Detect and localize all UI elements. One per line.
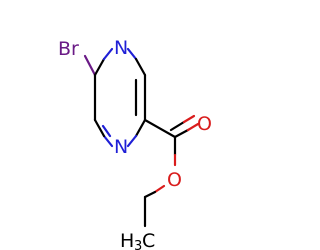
- ester-oxygen-label: O: [167, 169, 182, 191]
- carbonyl-double-bond-a-tail: [186, 122, 200, 132]
- molecule-drawing: Br N N O O H 3 C: [58, 37, 212, 250]
- structure-diagram: Br N N O O H 3 C: [58, 37, 212, 250]
- ring-bond-c2-n1-tail: [126, 134, 138, 148]
- carbonyl-double-bond-b-tail: [182, 114, 196, 124]
- nitrogen-top-label: N: [114, 37, 128, 59]
- ring-bond-n4-c3-tail: [134, 57, 147, 77]
- ring-bond-n1-c6-double: [101, 124, 112, 138]
- bromine-label: Br: [58, 38, 79, 60]
- methyl-h-label: H: [120, 230, 134, 250]
- carbonyl-double-bond-a: [173, 128, 190, 139]
- ring-bond-n4-c3: [126, 47, 138, 61]
- carbonyl-oxygen-label: O: [197, 113, 212, 135]
- ring-bond-c5-n4: [93, 57, 106, 77]
- ring-bond-c2-n1: [134, 118, 147, 138]
- methyl-subscript-label: 3: [134, 239, 142, 250]
- carbonyl-double-bond-b: [169, 120, 186, 132]
- ring-to-carbonyl-bond: [143, 118, 177, 139]
- ester-o-to-ethyl-bond-tail: [143, 190, 157, 199]
- ester-o-to-ethyl-bond: [153, 184, 166, 194]
- ring-bond-c5-n4-tail: [102, 47, 114, 61]
- nitrogen-bottom-label: N: [114, 136, 128, 158]
- ring-bond-n1-c6: [102, 134, 114, 148]
- ring-bond-n1-c6-tail: [93, 118, 106, 138]
- methyl-c-label: C: [142, 230, 155, 250]
- c-br-bond: [83, 54, 97, 77]
